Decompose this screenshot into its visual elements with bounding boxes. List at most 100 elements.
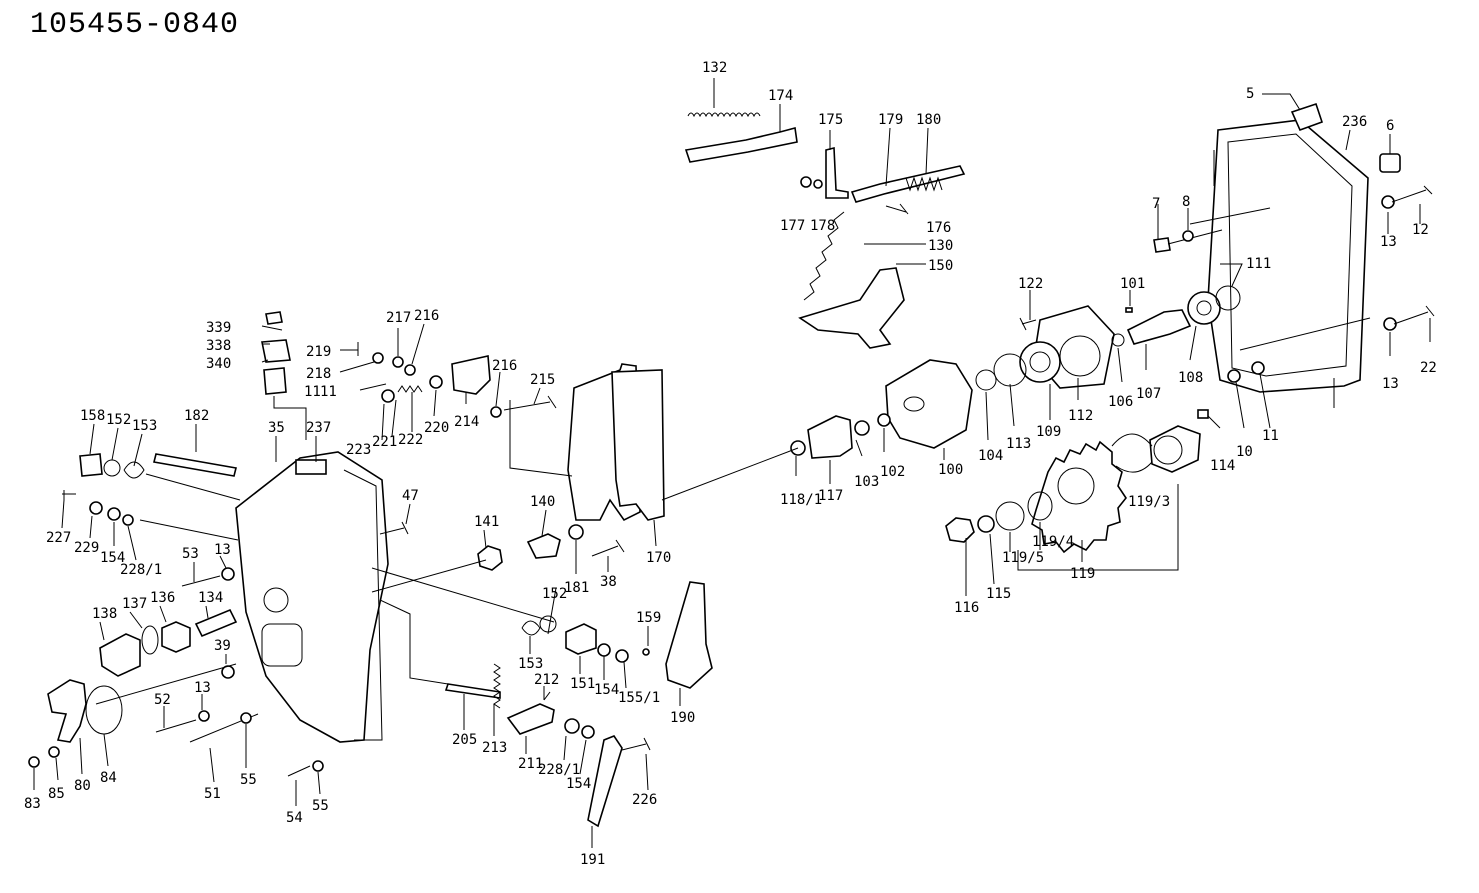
callout-117: 117 (818, 488, 843, 504)
part-lever-174 (684, 126, 798, 163)
part-governor-100 (885, 359, 973, 449)
callout-134: 134 (198, 590, 223, 606)
callout-115: 115 (986, 586, 1011, 602)
callout-154b: 154 (594, 682, 619, 698)
part-block-214 (451, 355, 491, 395)
callout-101: 101 (1120, 276, 1145, 292)
part-washer-216a (404, 364, 416, 376)
callout-116: 116 (954, 600, 979, 616)
callout-119: 119 (1070, 566, 1095, 582)
callout-13d: 13 (194, 680, 211, 696)
part-spring-132 (687, 112, 761, 118)
assembly-lines (33, 78, 1431, 848)
part-washer-13b (1383, 317, 1397, 331)
callout-122: 122 (1018, 276, 1043, 292)
callout-229: 229 (74, 540, 99, 556)
callout-118-1: 118/1 (780, 492, 822, 508)
part-number-title: 105455-0840 (30, 8, 240, 42)
callout-340: 340 (206, 356, 231, 372)
callout-11b: 11 (320, 384, 337, 400)
part-screw-176 (885, 203, 909, 215)
callout-237: 237 (306, 420, 331, 436)
callout-339: 339 (206, 320, 231, 336)
callout-150: 150 (928, 258, 953, 274)
part-bolt-12 (1391, 185, 1433, 203)
part-lever-211 (506, 703, 555, 735)
part-ring-119-4 (1027, 491, 1053, 521)
part-lever-150 (798, 267, 905, 349)
part-bolt-52 (155, 719, 197, 733)
part-oring-106 (1111, 333, 1125, 347)
callout-216a: 216 (414, 308, 439, 324)
callout-55b: 55 (312, 798, 329, 814)
housing-35-flange (343, 469, 383, 741)
callout-51: 51 (204, 786, 221, 802)
part-lever-190 (665, 581, 713, 689)
callout-178: 178 (810, 218, 835, 234)
part-bolt-54 (287, 765, 311, 777)
callout-217: 217 (386, 310, 411, 326)
callout-174: 174 (768, 88, 793, 104)
part-washer-102 (877, 413, 891, 427)
callout-106: 106 (1108, 394, 1133, 410)
part-screw-83 (28, 756, 40, 768)
callout-228-1b: 228/1 (538, 762, 580, 778)
callout-180: 180 (916, 112, 941, 128)
part-washer-229 (89, 501, 103, 515)
part-screw-10 (1227, 369, 1241, 383)
part-washer-216b (490, 406, 502, 418)
callout-85: 85 (48, 786, 65, 802)
part-washer-181 (568, 524, 584, 540)
part-plug-158 (79, 453, 103, 477)
callout-226: 226 (632, 792, 657, 808)
part-ring-111 (1215, 285, 1241, 311)
part-bracket-175 (825, 146, 849, 199)
callout-13c: 13 (214, 542, 231, 558)
callout-10: 10 (1236, 444, 1253, 460)
callout-228-1a: 228/1 (120, 562, 162, 578)
part-washer-11a (1251, 361, 1265, 375)
part-housing-35 (235, 451, 389, 743)
part-pin-212 (543, 691, 551, 701)
callout-132: 132 (702, 60, 727, 76)
part-elbow-80 (47, 679, 87, 743)
part-bush-151 (565, 623, 597, 655)
callout-220: 220 (424, 420, 449, 436)
callout-38: 38 (600, 574, 617, 590)
part-washer-220 (429, 375, 443, 389)
callout-labels: 132 174 175 179 180 177 178 176 130 150 … (24, 60, 1437, 868)
callout-11c: 11 (304, 384, 321, 400)
part-cap-5 (1290, 102, 1324, 132)
callout-223: 223 (346, 442, 371, 458)
callout-119-5: 119/5 (1002, 550, 1044, 566)
part-hub-119-3 (1149, 425, 1201, 473)
part-lever-191 (587, 735, 623, 828)
callout-152b: 152 (542, 586, 567, 602)
callout-12: 12 (1412, 222, 1429, 238)
callout-213: 213 (482, 740, 507, 756)
callout-137: 137 (122, 596, 147, 612)
part-washer-115 (977, 515, 995, 533)
part-bolt-22 (1393, 305, 1435, 325)
part-washer-55a (240, 712, 252, 724)
part-washer-217 (392, 356, 404, 368)
part-washer-154a (107, 507, 121, 521)
callout-236: 236 (1342, 114, 1367, 130)
callout-6: 6 (1386, 118, 1394, 134)
part-bolt-226 (621, 737, 651, 751)
callout-190: 190 (670, 710, 695, 726)
callout-211: 211 (518, 756, 543, 772)
part-shaft-107 (1126, 309, 1192, 345)
callout-11a: 11 (1262, 428, 1279, 444)
part-pin-159 (642, 648, 650, 656)
callout-215: 215 (530, 372, 555, 388)
part-nut-141 (477, 545, 503, 571)
housing-236-inner (1227, 133, 1353, 377)
part-bolt-7 (1153, 237, 1171, 253)
callout-140: 140 (530, 494, 555, 510)
callout-113: 113 (1006, 436, 1031, 452)
part-nipple-340 (263, 367, 287, 395)
callout-80: 80 (74, 778, 91, 794)
callout-222: 222 (398, 432, 423, 448)
part-plate-237 (295, 459, 327, 475)
